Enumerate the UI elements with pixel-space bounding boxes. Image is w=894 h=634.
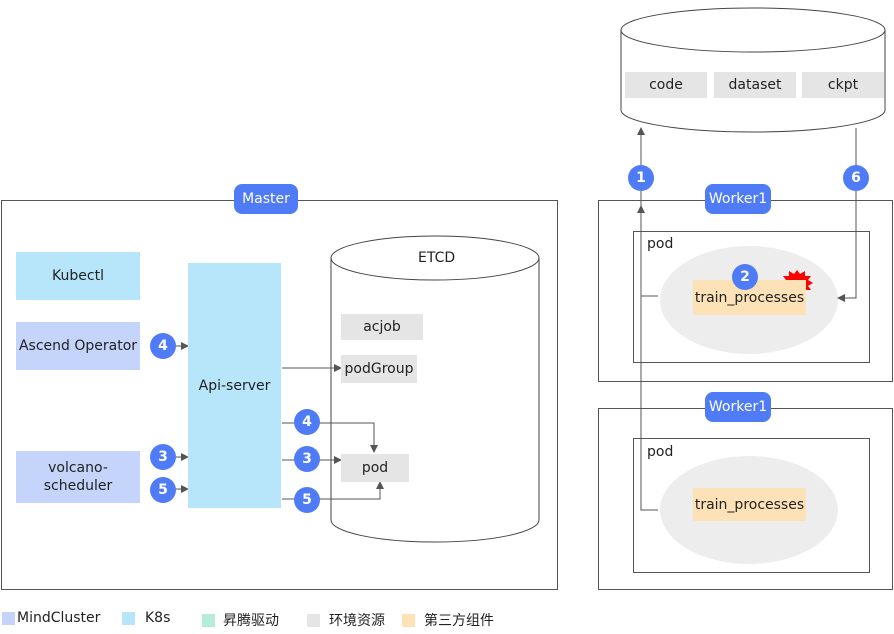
worker2-title: Worker1: [705, 392, 771, 422]
etcd-pod: pod: [341, 454, 409, 482]
worker2-pod-frame: [633, 438, 870, 573]
legend-mindcluster-label: MindCluster: [17, 610, 101, 626]
legend-env-resources-label: 环境资源: [329, 613, 385, 629]
worker1-pod-frame: [633, 231, 870, 363]
legend-k8s-swatch: [122, 611, 135, 625]
legend-mindcluster-swatch: [2, 611, 15, 625]
step-3-etcd: 3: [294, 446, 320, 472]
etcd-acjob: acjob: [341, 314, 423, 340]
storage-cylinder: [620, 7, 886, 133]
step-4-etcd: 4: [294, 409, 320, 435]
master-title: Master: [234, 184, 298, 214]
worker1-title: Worker1: [705, 184, 771, 214]
legend-k8s: K8s: [122, 610, 170, 626]
step-3-volcano: 3: [150, 444, 176, 470]
worker2-pod-label: pod: [647, 444, 674, 460]
worker2-train-processes: train_processes: [693, 488, 806, 521]
legend-env-resources-swatch: [307, 613, 320, 627]
legend-k8s-label: K8s: [145, 610, 171, 626]
storage-dataset: dataset: [714, 72, 796, 98]
step-5-volcano: 5: [150, 477, 176, 503]
ascend-operator-box: Ascend Operator: [16, 322, 140, 370]
volcano-scheduler-box: volcano- scheduler: [16, 451, 140, 503]
step-5-etcd: 5: [294, 487, 320, 513]
worker1-pod-label: pod: [647, 236, 674, 252]
legend-ascend-driver-swatch: [202, 613, 215, 627]
kubectl-box: Kubectl: [16, 252, 140, 300]
legend-mindcluster: MindCluster: [2, 610, 100, 626]
legend-third-party-swatch: [402, 613, 415, 627]
step-6-restore: 6: [843, 165, 869, 191]
volcano-scheduler-line1: volcano-: [48, 460, 108, 476]
step-4-operator: 4: [150, 333, 176, 359]
storage-code: code: [625, 72, 707, 98]
volcano-scheduler-line2: scheduler: [43, 478, 113, 494]
storage-ckpt: ckpt: [802, 72, 884, 98]
legend-third-party: 第三方组件: [402, 610, 494, 630]
step-2-fault: 2: [732, 264, 758, 290]
api-server-box: Api-server: [188, 263, 281, 508]
legend-ascend-driver: 昇腾驱动: [202, 610, 279, 630]
etcd-podgroup: podGroup: [341, 355, 417, 383]
etcd-title: ETCD: [418, 250, 456, 266]
legend-env-resources: 环境资源: [307, 610, 385, 630]
step-1-load: 1: [628, 165, 654, 191]
legend-ascend-driver-label: 昇腾驱动: [223, 613, 279, 629]
legend-third-party-label: 第三方组件: [424, 613, 494, 629]
